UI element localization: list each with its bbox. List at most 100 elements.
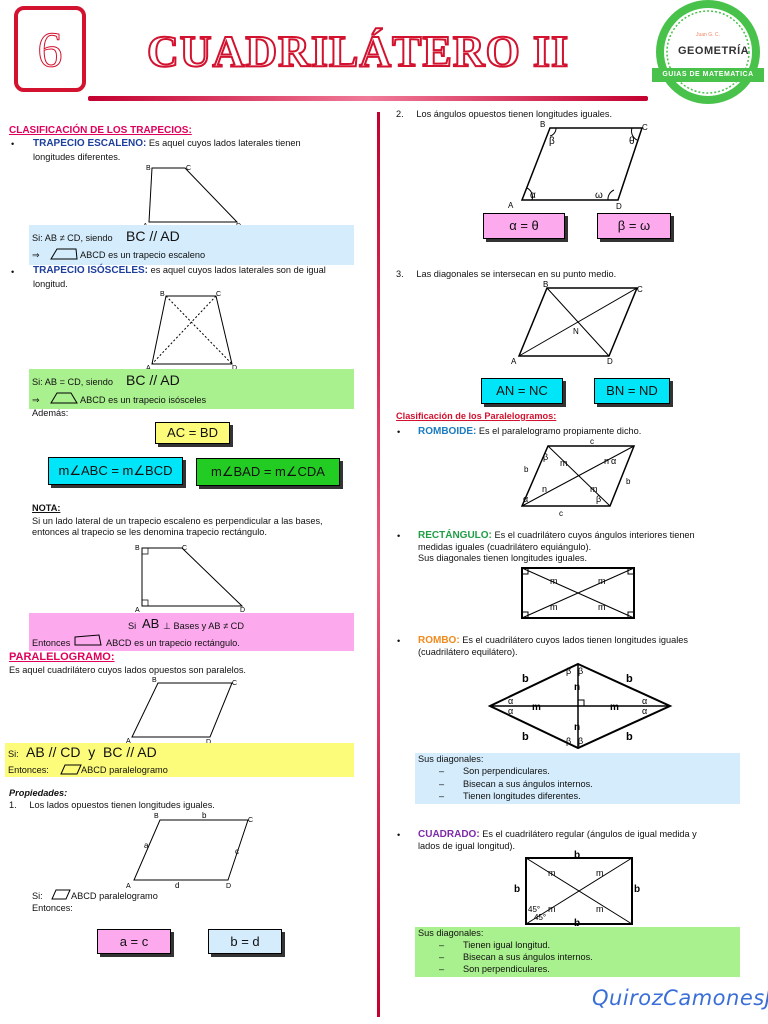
svg-text:A: A [126, 738, 131, 745]
propiedad-3: 3. Las diagonales se intersecan en su pu… [396, 269, 617, 279]
svg-text:n: n [542, 484, 547, 494]
chapter-number: 6 [37, 21, 63, 78]
romboide-text: Es el paralelogramo propiamente dicho. [478, 426, 642, 436]
svg-text:D: D [226, 883, 231, 890]
rectangulo-desc-1: Es el cuadrilátero cuyos ángulos interio… [494, 530, 695, 540]
escaleno-title: TRAPECIO ESCALENO: [33, 138, 147, 149]
svg-text:α: α [530, 190, 536, 201]
trapezoid-icon [50, 392, 78, 404]
svg-text:b: b [634, 884, 640, 895]
rect-result-entonces: Entonces [32, 638, 71, 648]
rombo-diag-dash-1: – [439, 766, 445, 776]
cuadrado-diag-item-2: Bisecan a sus ángulos internos. [463, 952, 593, 962]
rombo-text: ROMBO: Es el cuadrilátero cuyos lados ti… [418, 635, 738, 646]
formula-a-c: a = c [97, 929, 171, 954]
svg-text:C: C [248, 817, 253, 824]
svg-text:β: β [578, 736, 583, 746]
escaleno-figure: BC AD [143, 165, 241, 230]
rect-cond-rest: ⊥ Bases y AB ≠ CD [163, 621, 244, 631]
isosceles-box: Si: AB = CD, siendo BC // AD ⇒ ABCD es u… [29, 369, 354, 409]
svg-text:45°: 45° [534, 913, 546, 922]
paralelogramo-box: Si: AB // CD y BC // AD Entonces: ABCD p… [5, 743, 354, 777]
cuadrado-diag-title: Sus diagonales: [418, 928, 484, 938]
escaleno-text: TRAPECIO ESCALENO: Es aquel cuyos lados … [33, 138, 351, 149]
svg-text:D: D [240, 607, 245, 614]
svg-text:A: A [511, 357, 517, 366]
svg-text:A: A [146, 365, 151, 372]
svg-text:β: β [543, 452, 548, 462]
bullet-romboide: • [397, 427, 401, 437]
formula-b-d: b = d [208, 929, 282, 954]
cuadrado-diag-dash-3: – [439, 964, 445, 974]
paral-cond-si: Si: [8, 749, 19, 759]
rombo-diag-title: Sus diagonales: [418, 754, 484, 764]
nota-text-1: Si un lado lateral de un trapecio escale… [32, 516, 323, 526]
rombo-title: ROMBO: [418, 635, 460, 646]
svg-text:β: β [596, 494, 601, 504]
svg-text:α: α [642, 696, 647, 706]
svg-text:C: C [232, 680, 237, 687]
paral-cond: AB // CD y BC // AD [26, 744, 157, 760]
svg-text:C: C [216, 291, 221, 298]
trapezoid-icon [74, 634, 102, 646]
svg-text:A: A [508, 201, 514, 210]
svg-text:α: α [508, 696, 513, 706]
rectangulo-text: RECTÁNGULO: Es el cuadrilátero cuyos áng… [418, 530, 738, 541]
escaleno-desc-2: longitudes diferentes. [33, 152, 121, 162]
svg-text:B: B [152, 677, 157, 684]
trapecios-heading: CLASIFICACIÓN DE LOS TRAPECIOS: [9, 125, 192, 136]
bullet-rombo: • [397, 636, 401, 646]
cuadrado-diag-dash-2: – [439, 952, 445, 962]
escaleno-result: ABCD es un trapecio escaleno [80, 250, 206, 260]
cuadrado-desc-2: lados de igual longitud). [418, 841, 516, 851]
paralelogramo-heading: PARALELOGRAMO: [9, 651, 115, 663]
title-underline [88, 96, 648, 101]
svg-text:b: b [626, 731, 633, 743]
isosceles-desc-1: es aquel cuyos lados laterales son de ig… [150, 265, 326, 275]
rectangulo-desc-3: Sus diagonales tienen longitudes iguales… [418, 553, 588, 563]
parallelogram-icon [60, 764, 82, 775]
cuadrado-text: CUADRADO: Es el cuadrilátero regular (án… [418, 829, 738, 840]
paral-result: ABCD paralelogramo [81, 765, 168, 775]
svg-text:a: a [144, 841, 149, 850]
chapter-number-box: 6 [14, 6, 86, 92]
formula-bn-nd: BN = ND [594, 378, 670, 404]
formula-ac-bd: AC = BD [155, 422, 230, 444]
rombo-desc-2: (cuadrilátero equilátero). [418, 647, 518, 657]
svg-text:c: c [559, 509, 563, 518]
paral-result-entonces: Entonces: [8, 765, 49, 775]
escaleno-desc-1: Es aquel cuyos lados laterales tienen [148, 138, 301, 148]
cuadrado-title: CUADRADO: [418, 829, 480, 840]
cuadrado-diag-dash-1: – [439, 940, 445, 950]
svg-text:b: b [522, 731, 529, 743]
formula-alpha-theta: α = θ [483, 213, 565, 239]
bullet-rectangulo: • [397, 531, 401, 541]
svg-text:β: β [549, 136, 555, 147]
prop1-si-text: ABCD paralelogramo [71, 891, 158, 901]
svg-text:m: m [598, 602, 606, 612]
svg-text:θ: θ [629, 136, 635, 147]
bullet-cuadrado: • [397, 830, 401, 840]
bullet-escaleno: • [11, 139, 15, 149]
svg-text:B: B [146, 165, 151, 172]
svg-text:B: B [135, 545, 140, 552]
nota-title: NOTA: [32, 503, 61, 513]
page-title: CUADRILÁTERO II [146, 26, 570, 77]
svg-text:b: b [626, 673, 633, 685]
escaleno-cond: Si: AB ≠ CD, siendo [32, 233, 113, 243]
isosceles-parallel: BC // AD [126, 372, 180, 388]
badge-ribbon: GUIAS DE MATEMATICA [662, 71, 754, 78]
svg-text:n: n [574, 722, 580, 733]
svg-text:n: n [574, 682, 580, 693]
isosceles-cond: Si: AB = CD, siendo [32, 377, 113, 387]
parallelogram-icon [51, 889, 71, 900]
svg-text:m: m [596, 904, 604, 914]
escaleno-implies: ⇒ [32, 250, 40, 260]
svg-text:b: b [574, 918, 580, 926]
bullet-isosceles: • [11, 267, 15, 277]
svg-text:b: b [524, 465, 529, 474]
